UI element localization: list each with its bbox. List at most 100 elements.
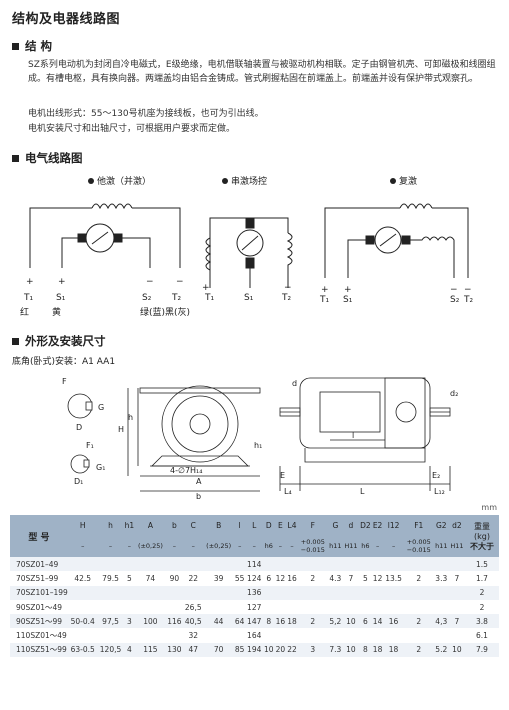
table-cell: 40,5	[183, 614, 204, 629]
table-cell: 5	[358, 571, 372, 586]
table-cell: 12	[274, 571, 287, 586]
table-cell: 100	[135, 614, 166, 629]
svg-text:−: −	[176, 277, 184, 287]
table-cell	[383, 628, 404, 643]
table-cell	[297, 557, 328, 572]
table-cell: 70	[203, 642, 234, 658]
table-cell	[371, 585, 384, 600]
table-cell: 16	[274, 614, 287, 629]
table-cell: 5,2	[327, 614, 343, 629]
table-cell	[286, 557, 298, 572]
table-cell	[358, 557, 372, 572]
table-cell: 32	[183, 628, 204, 643]
table-cell: 120,5	[97, 642, 124, 658]
table-cell	[297, 599, 328, 615]
table-cell: 5	[123, 571, 136, 586]
table-cell	[403, 599, 434, 615]
table-header-row: 型 号 H h h1 A b C B l L D E L4 F G d D2 E…	[10, 515, 499, 557]
table-cell: 6	[262, 571, 275, 586]
table-cell: 114	[245, 557, 263, 572]
svg-text:+: +	[321, 285, 329, 295]
table-cell	[262, 599, 275, 615]
table-cell	[233, 599, 246, 615]
svg-text:S₁: S₁	[343, 295, 353, 305]
table-cell	[274, 557, 287, 572]
table-cell	[97, 599, 124, 615]
table-cell: 7	[448, 571, 465, 586]
table-cell	[203, 557, 234, 572]
table-cell: 124	[245, 571, 263, 586]
svg-text:F₁: F₁	[86, 441, 94, 450]
table-cell: 10	[342, 614, 359, 629]
svg-text:d: d	[292, 379, 297, 388]
table-cell	[403, 628, 434, 643]
table-cell: 136	[245, 585, 263, 600]
mount-type-label: 底角(卧式)安装：A1 AA1	[12, 357, 116, 367]
table-cell: 115	[135, 642, 166, 658]
diagram-title-separate-excitation: 他激（并激）	[88, 174, 151, 187]
structure-paragraph: SZ系列电动机为封闭自冷电磁式，E级绝缘，电机借联轴装置与被驱动机构相联。定子由…	[28, 60, 496, 84]
table-cell	[327, 628, 343, 643]
svg-text:A: A	[196, 477, 202, 486]
table-cell: 50-0.4	[68, 614, 98, 629]
svg-text:+: +	[58, 277, 66, 287]
svg-text:−: −	[284, 283, 292, 293]
table-cell	[433, 599, 449, 615]
svg-text:S₂: S₂	[450, 295, 460, 305]
table-cell: 55	[233, 571, 246, 586]
svg-text:H: H	[118, 425, 124, 434]
svg-text:D₁: D₁	[74, 477, 83, 486]
table-cell: 2	[403, 642, 434, 658]
table-cell: 85	[233, 642, 246, 658]
table-cell: 3	[123, 614, 136, 629]
table-cell	[358, 599, 372, 615]
table-cell: 10	[342, 642, 359, 658]
svg-text:−: −	[146, 277, 154, 287]
table-cell: 10	[262, 642, 275, 658]
table-cell	[448, 628, 465, 643]
custom-size-note: 电机安装尺寸和出轴尺寸，可根据用户要求而定做。	[28, 124, 236, 134]
table-cell	[327, 557, 343, 572]
table-cell	[358, 628, 372, 643]
table-cell	[68, 628, 98, 643]
table-cell	[403, 585, 434, 600]
table-cell: 16	[286, 571, 298, 586]
table-cell	[297, 585, 328, 600]
table-cell	[203, 628, 234, 643]
table-cell	[165, 585, 184, 600]
svg-text:T₁: T₁	[319, 295, 329, 305]
weight-cell: 6.1	[465, 628, 499, 643]
table-cell	[327, 599, 343, 615]
table-cell: 44	[203, 614, 234, 629]
table-cell	[262, 585, 275, 600]
table-cell: 79.5	[97, 571, 124, 586]
svg-text:−: −	[464, 285, 472, 295]
table-cell: 2	[297, 571, 328, 586]
table-cell: 164	[245, 628, 263, 643]
svg-text:S₁: S₁	[244, 293, 254, 303]
weight-header: 重量 (kg) 不大于	[465, 515, 499, 557]
table-cell	[274, 585, 287, 600]
svg-text:D: D	[76, 423, 82, 432]
table-cell	[448, 599, 465, 615]
table-cell	[233, 557, 246, 572]
table-cell: 194	[245, 642, 263, 658]
table-cell: 74	[135, 571, 166, 586]
dimensions-heading: 外形及安装尺寸	[12, 333, 106, 349]
table-cell: 127	[245, 599, 263, 615]
table-cell	[371, 599, 384, 615]
model-cell: 70SZ51–99	[10, 571, 68, 586]
table-cell	[135, 585, 166, 600]
table-cell	[286, 585, 298, 600]
bullet-dot-icon	[88, 177, 94, 184]
table-cell: 39	[203, 571, 234, 586]
table-cell	[448, 557, 465, 572]
svg-text:L: L	[360, 487, 365, 496]
table-cell: 2	[403, 614, 434, 629]
table-cell: 4	[123, 642, 136, 658]
model-header: 型 号	[10, 515, 68, 557]
table-cell: 14	[371, 614, 384, 629]
table-cell: 147	[245, 614, 263, 629]
